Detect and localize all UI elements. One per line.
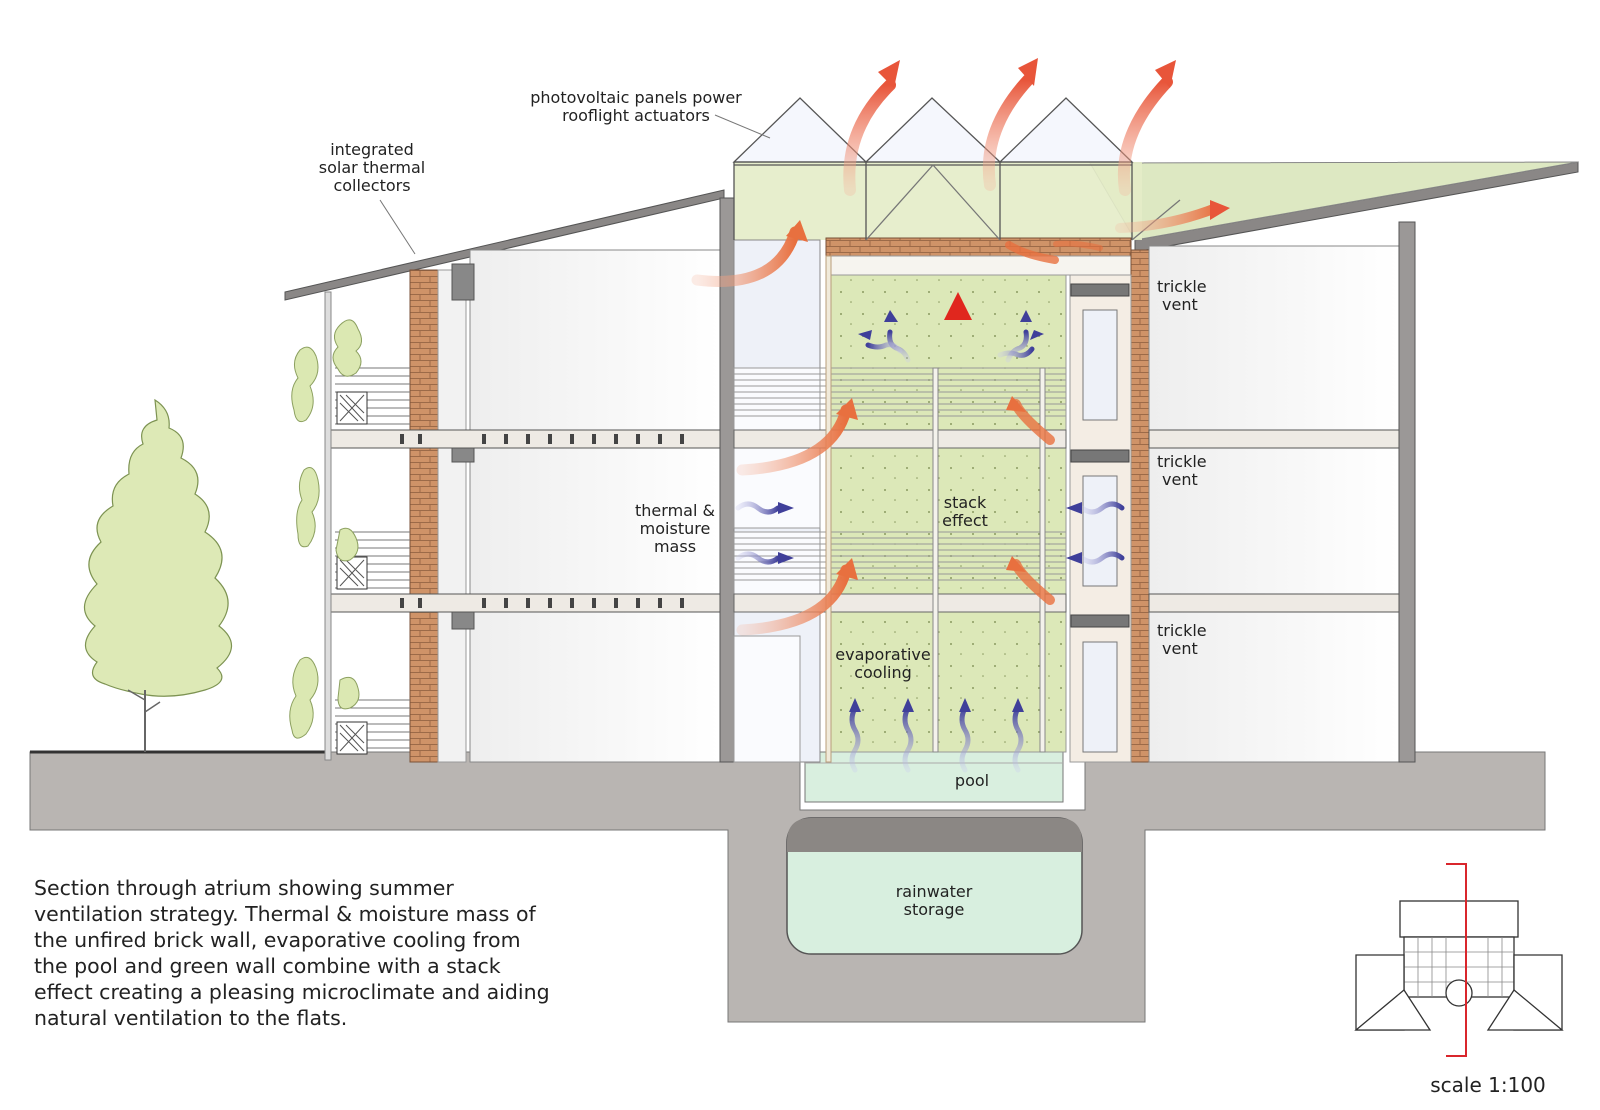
label-pv-line2: rooflight actuators <box>562 106 710 125</box>
caption-line-3: the unfired brick wall, evaporative cool… <box>34 928 521 952</box>
climbing-plant-icon <box>289 319 362 739</box>
label-trickle-vent-1a: trickle <box>1157 277 1207 296</box>
scale-label: scale 1:100 <box>1430 1073 1546 1097</box>
label-stack-line1: stack <box>944 493 987 512</box>
label-evap-line2: cooling <box>854 663 912 682</box>
planter-icon <box>336 391 368 755</box>
right-flats-block <box>1148 221 1416 763</box>
label-trickle-vent-3b: vent <box>1162 639 1198 658</box>
cool-air-arrows <box>735 310 1125 773</box>
label-trickle-vent-2b: vent <box>1162 470 1198 489</box>
label-pool: pool <box>955 771 989 790</box>
rooflights <box>732 97 1181 241</box>
label-stack-line2: effect <box>942 511 988 530</box>
label-rain-line2: storage <box>904 900 965 919</box>
label-evap-line1: evaporative <box>835 645 930 664</box>
caption-line-4: the pool and green wall combine with a s… <box>34 954 501 978</box>
label-pv-line1: photovoltaic panels power <box>530 88 742 107</box>
label-thermal-line1: thermal & <box>635 501 715 520</box>
label-trickle-vent-3a: trickle <box>1157 621 1207 640</box>
label-thermal-line3: mass <box>654 537 696 556</box>
label-solar-line1: integrated <box>330 140 414 159</box>
label-trickle-vent-2a: trickle <box>1157 452 1207 471</box>
pool <box>804 751 1064 803</box>
label-rain-line1: rainwater <box>896 882 973 901</box>
warm-air-arrows <box>691 58 1230 636</box>
caption-line-2: ventilation strategy. Thermal & moisture… <box>34 902 537 926</box>
stack-effect-arrow <box>944 292 972 487</box>
tree-icon <box>83 398 233 752</box>
label-thermal-line2: moisture <box>640 519 711 538</box>
caption-line-6: natural ventilation to the flats. <box>34 1006 347 1030</box>
labels: photovoltaic panels power rooflight actu… <box>319 88 1207 919</box>
caption: Section through atrium showing summer ve… <box>34 876 550 1030</box>
label-trickle-vent-1b: vent <box>1162 295 1198 314</box>
label-solar-line2: solar thermal <box>319 158 425 177</box>
caption-line-1: Section through atrium showing summer <box>34 876 454 900</box>
caption-line-5: effect creating a pleasing microclimate … <box>34 980 550 1004</box>
rainwater-tank <box>786 817 1083 955</box>
leader-lines <box>379 114 771 255</box>
key-plan-icon <box>1354 900 1564 1031</box>
right-roof <box>1089 161 1579 253</box>
section-line-marker <box>1446 863 1467 1057</box>
label-solar-line3: collectors <box>333 176 410 195</box>
